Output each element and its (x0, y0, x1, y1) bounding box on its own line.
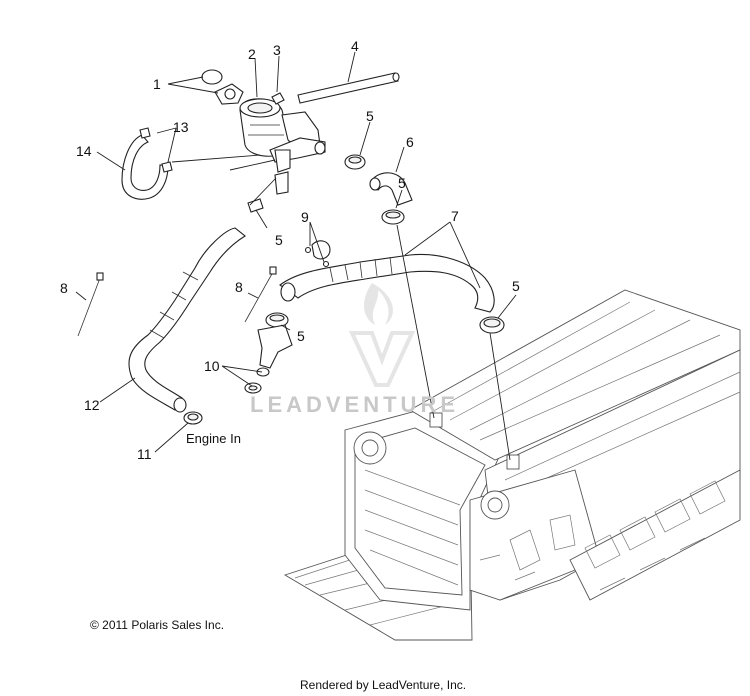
part-5-clamp-tee (247, 198, 264, 213)
callout-3: 3 (273, 42, 281, 58)
leader-lines (75, 51, 517, 461)
callout-2: 2 (248, 46, 256, 62)
watermark-text: LEADVENTURE (250, 392, 460, 417)
callout-10: 10 (204, 358, 220, 374)
callout-5a: 5 (366, 108, 374, 124)
part-9-spring-clamp (304, 240, 331, 268)
callout-13: 13 (173, 119, 189, 135)
part-8-tie-center (244, 266, 277, 323)
part-14-bypass-hose (121, 127, 173, 200)
callout-1: 1 (153, 76, 161, 92)
callout-8a: 8 (60, 280, 68, 296)
part-5-clamp-upper (344, 154, 366, 170)
chassis-frame (283, 289, 741, 641)
rendered-by-text: Rendered by LeadVenture, Inc. (300, 678, 467, 692)
callout-5d: 5 (297, 328, 305, 344)
part-3-fitting (271, 92, 285, 105)
part-11-clamp (183, 411, 203, 425)
callout-12: 12 (84, 397, 100, 413)
callout-8b: 8 (235, 279, 243, 295)
callout-5c: 5 (275, 232, 283, 248)
part-2-reservoir (239, 98, 326, 195)
part-8-tie-left (77, 272, 104, 337)
engine-in-label: Engine In (186, 431, 241, 446)
part-1-cap (201, 69, 244, 105)
part-4-vent-tube (297, 72, 400, 104)
callout-9: 9 (301, 209, 309, 225)
part-5-clamp-lower (265, 312, 289, 328)
copyright-text: © 2011 Polaris Sales Inc. (90, 618, 225, 632)
watermark-logo (348, 283, 416, 387)
part-7-coolant-hose (279, 253, 495, 313)
part-10-thermostat (244, 324, 293, 394)
callout-4: 4 (351, 38, 359, 54)
callout-5b: 5 (398, 175, 406, 191)
callout-5e: 5 (512, 278, 520, 294)
part-5-clamp-right (381, 209, 405, 225)
part-5-clamp-far (479, 316, 505, 334)
callout-11: 11 (137, 446, 152, 462)
part-6-elbow-hose (369, 172, 413, 206)
callout-14: 14 (76, 143, 92, 159)
callout-6: 6 (406, 134, 414, 150)
callout-7: 7 (451, 208, 459, 224)
part-12-lower-hose (128, 227, 246, 413)
